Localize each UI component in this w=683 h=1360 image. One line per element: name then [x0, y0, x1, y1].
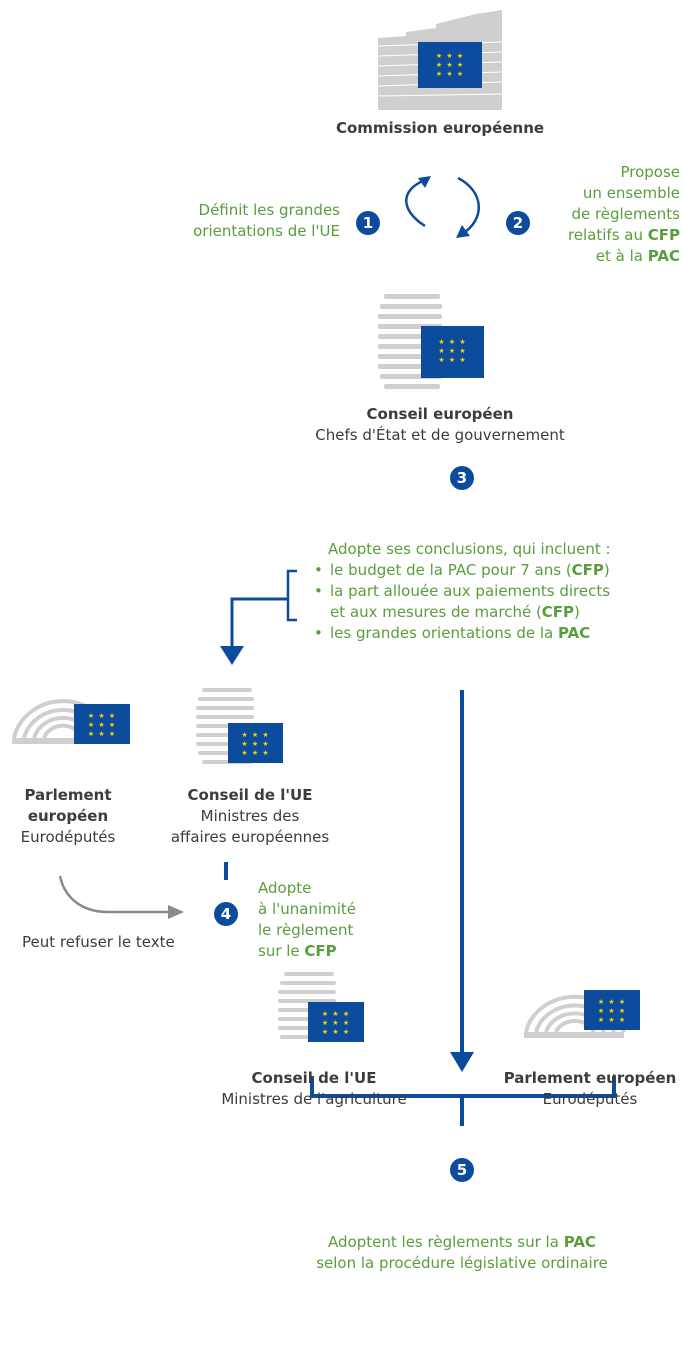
eu-stars: ★ ★ ★: [435, 61, 465, 69]
step-3-badge: 3: [450, 466, 474, 490]
eu-stars: ★ ★ ★: [241, 749, 270, 757]
eu-flag-council-eu-left: ★ ★ ★ ★ ★ ★ ★ ★ ★: [228, 723, 283, 763]
eu-flag-european-council: ★ ★ ★ ★ ★ ★ ★ ★ ★: [421, 326, 484, 378]
step3-bullet-list: le budget de la PAC pour 7 ans (CFP) la …: [312, 560, 672, 644]
eu-flag-commission: ★ ★ ★ ★ ★ ★ ★ ★ ★: [418, 42, 482, 88]
eu-stars: ★ ★ ★: [87, 721, 117, 729]
eu-stars: ★ ★ ★: [435, 52, 465, 60]
eu-stars: ★ ★ ★: [321, 1010, 351, 1018]
step3-bullet-3: les grandes orientations de la PAC: [312, 623, 672, 644]
cycle-arrow-up: [405, 178, 426, 228]
european-council-name: Conseil européen: [366, 405, 514, 423]
eu-stars: ★ ★ ★: [321, 1028, 351, 1036]
cycle-arrow-down: [457, 176, 480, 236]
eu-stars: ★ ★ ★: [597, 998, 627, 1006]
eu-stars: ★ ★ ★: [241, 731, 270, 739]
eu-flag-parliament-left: ★ ★ ★ ★ ★ ★ ★ ★ ★: [74, 704, 130, 744]
eu-stars: ★ ★ ★: [597, 1007, 627, 1015]
european-council-subtitle: Chefs d'État et de gouvernement: [315, 426, 565, 444]
step-4-badge: 4: [214, 902, 238, 926]
eu-stars: ★ ★ ★: [87, 712, 117, 720]
arrow-to-council-left: [230, 597, 288, 648]
parliament-right-label: Parlement européen Eurodéputés: [503, 1069, 677, 1108]
step3-bullet-1: le budget de la PAC pour 7 ans (CFP): [312, 560, 672, 581]
council-eu-left-label: Conseil de l'UE Ministres des affaires e…: [170, 786, 330, 846]
step-2-badge: 2: [506, 211, 530, 235]
eu-stars: ★ ★ ★: [438, 347, 467, 355]
arrow-to-council-left-head: [220, 646, 244, 665]
council-eu-right-label: Conseil de l'UE Ministres de l'agricultu…: [221, 1069, 407, 1108]
eu-stars: ★ ★ ★: [321, 1019, 351, 1027]
long-arrow-head: [450, 1052, 474, 1072]
step2-text: Propose un ensemble de règlements relati…: [567, 163, 680, 265]
cycle-arrowhead-down: [456, 225, 470, 238]
eu-flag-parliament-right: ★ ★ ★ ★ ★ ★ ★ ★ ★: [584, 990, 640, 1030]
parliament-left-note: Peut refuser le texte: [22, 933, 175, 951]
parliament-left-label: Parlement européen Eurodéputés: [20, 786, 116, 846]
step5-text: Adoptent les règlements sur la PAC selon…: [316, 1233, 608, 1272]
eu-flag-council-eu-right: ★ ★ ★ ★ ★ ★ ★ ★ ★: [308, 1002, 364, 1042]
eu-stars: ★ ★ ★: [435, 70, 465, 78]
step3-bullet-2: la part allouée aux paiements directset …: [312, 581, 672, 623]
eu-stars: ★ ★ ★: [241, 740, 270, 748]
parliament-gray-arrowhead: [168, 905, 184, 919]
step-1-badge: 1: [356, 211, 380, 235]
cycle-arrowhead-up: [418, 176, 431, 188]
eu-stars: ★ ★ ★: [87, 730, 117, 738]
step-5-badge: 5: [450, 1158, 474, 1182]
step1-text: Définit les grandes orientations de l'UE: [193, 201, 340, 240]
step4-text: Adopte à l'unanimité le règlement sur le…: [258, 879, 357, 960]
step3-intro: Adopte ses conclusions, qui incluent :: [328, 540, 611, 558]
eu-stars: ★ ★ ★: [438, 338, 467, 346]
parliament-gray-arrow: [58, 875, 170, 914]
eu-stars: ★ ★ ★: [597, 1016, 627, 1024]
commission-name: Commission européenne: [335, 119, 545, 137]
bullet-bracket: [286, 569, 297, 622]
eu-stars: ★ ★ ★: [438, 356, 467, 364]
